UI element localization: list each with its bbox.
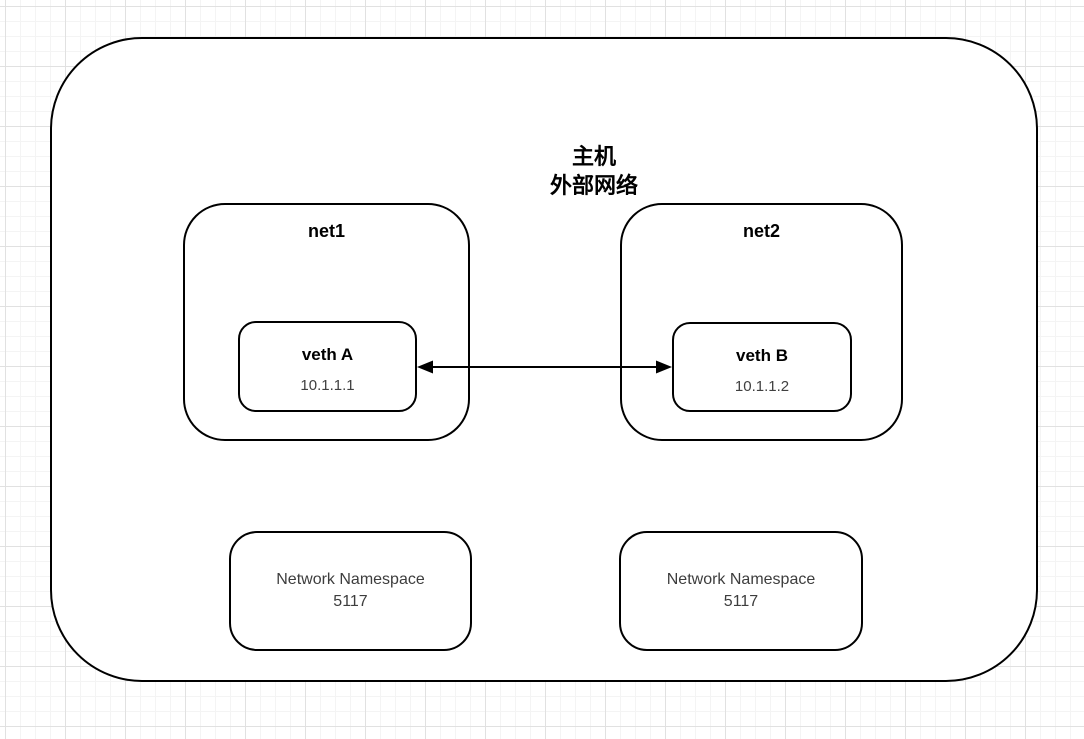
arrowhead-right-icon — [656, 360, 672, 374]
network-namespace-left-box: Network Namespace 5117 — [229, 531, 472, 651]
host-title-line2: 外部网络 — [549, 173, 638, 198]
veth-b-ip: 10.1.1.2 — [734, 378, 790, 395]
arrowhead-left-icon — [417, 360, 433, 374]
net1-label: net1 — [307, 221, 345, 241]
net2-label: net2 — [742, 221, 780, 241]
veth-b-name: veth B — [736, 346, 788, 365]
network-namespace-right-line1: Network Namespace — [666, 571, 816, 588]
host-title-line1: 主机 — [571, 144, 616, 169]
network-namespace-right-text: Network Namespace 5117 — [667, 569, 816, 613]
network-namespace-left-text: Network Namespace 5117 — [276, 569, 425, 613]
veth-a-box: veth A 10.1.1.1 — [238, 321, 417, 412]
veth-a-name: veth A — [301, 345, 354, 364]
host-title: 主机 外部网络 — [444, 142, 744, 200]
network-namespace-right-line2: 5117 — [723, 593, 759, 610]
network-namespace-left-line2: 5117 — [333, 593, 368, 610]
network-namespace-right-box: Network Namespace 5117 — [619, 531, 863, 651]
veth-a-ip: 10.1.1.1 — [300, 377, 355, 394]
network-namespace-left-line1: Network Namespace — [276, 571, 425, 588]
veth-b-box: veth B 10.1.1.2 — [672, 322, 852, 412]
veth-connection-arrow — [417, 360, 672, 374]
